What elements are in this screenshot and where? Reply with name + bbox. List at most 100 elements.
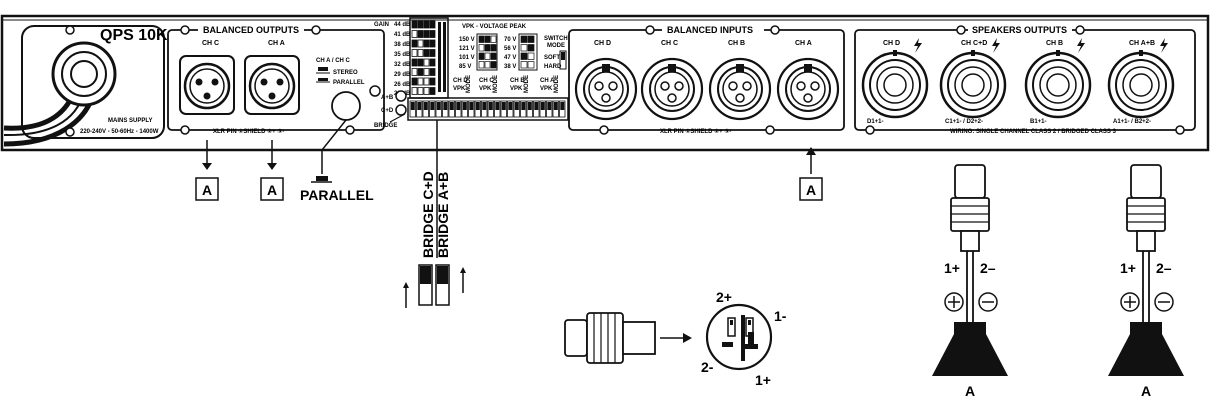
speaker-minus-label: 2– — [980, 260, 996, 276]
vpk-dip-left — [478, 35, 497, 69]
plus-icon — [944, 292, 964, 312]
dip-pattern-cell — [411, 49, 418, 57]
callout-box-a-label: A — [202, 182, 212, 198]
speakon-output-1[interactable] — [939, 50, 1007, 119]
lightning-icon — [1160, 38, 1168, 53]
vpk-left-values: 150 V 121 V 101 V 85 V — [459, 37, 475, 70]
xlr-input-ch-a[interactable] — [776, 57, 840, 121]
balanced-inputs-title: BALANCED INPUTS — [667, 25, 753, 35]
dip-pattern-cell — [429, 58, 436, 67]
dip-switch-bank: GAIN 44 dB 41 dB 38 dB 35 dB 32 dB 29 dB… — [374, 17, 569, 129]
dip-switch-toggle — [534, 102, 539, 110]
parallel-switch-icon — [318, 78, 328, 81]
vpk-channel-labels: CH D CH C CH B CH A VPK VPK VPK VPK — [453, 78, 555, 92]
vpk-sub-label: VPK — [540, 86, 553, 92]
bridge-cd-led — [395, 104, 407, 116]
parallel-callout-icon — [316, 176, 328, 181]
dip-pattern-cell — [423, 49, 430, 57]
xlr-output-ch-c[interactable] — [179, 55, 235, 115]
vpk-value: 101 V — [459, 55, 475, 61]
dip-switch-toggle — [475, 102, 480, 110]
vpk-value: 56 V — [504, 46, 516, 52]
gain-value: 44 dB — [394, 22, 411, 28]
dip-pattern-cell — [411, 77, 418, 86]
xlr-input-ch-c[interactable] — [640, 57, 704, 121]
vpk-cell — [520, 35, 528, 43]
dip-switch-toggle — [456, 102, 461, 110]
vpk-cell — [490, 35, 497, 43]
parallel-label: PARALLEL — [333, 80, 365, 86]
gain-dip-pattern — [411, 20, 446, 95]
dip-switch-toggle — [462, 102, 467, 110]
speaker-label: A — [965, 383, 975, 399]
dip-switch-toggle — [540, 102, 545, 110]
dip-pattern-cell — [411, 20, 418, 29]
pin-label-2plus: 2+ — [716, 289, 732, 305]
switch-mode-line2: MODE — [547, 43, 565, 49]
dip-pattern-cell — [411, 39, 418, 48]
callout-box-a-label: A — [806, 182, 816, 198]
dip-pattern-cell — [417, 58, 424, 67]
vpk-sub-label: VPK — [479, 86, 492, 92]
xlr-input-ch-d[interactable] — [574, 57, 638, 121]
dip-label-strip — [438, 22, 441, 92]
model-name: QPS 10K — [100, 27, 168, 44]
vpk-cell — [478, 61, 485, 69]
vpk-cell — [478, 44, 485, 52]
dip-pattern-cell — [429, 39, 436, 48]
speaker-wiring-label: D1+1- — [867, 119, 884, 125]
speaker-wiring-label: A1+1- / B2+2- — [1113, 119, 1151, 125]
speaker-channel-label: CH D — [883, 40, 900, 47]
dip-pattern-cell — [429, 77, 436, 86]
dip-switch-toggle — [410, 102, 415, 110]
dip-pattern-cell — [423, 30, 430, 38]
dip-switch-toggle — [469, 102, 474, 110]
speaker-wiring-2: 1+ 2– A — [1108, 164, 1184, 399]
speaker-wiring-1: 1+ 2– A — [932, 164, 1008, 399]
vpk-sub-label: VPK — [453, 86, 466, 92]
vpk-cell — [490, 44, 497, 52]
xlr-input-ch-b[interactable] — [708, 57, 772, 121]
vpk-cell — [527, 35, 535, 43]
vpk-ch-label: CH D — [453, 78, 468, 84]
vpk-cell — [478, 35, 485, 43]
vpk-cell — [490, 52, 497, 60]
switch-mode-line1: SWITCH — [544, 36, 568, 42]
bridge-small: BRIDGE — [374, 123, 397, 129]
gain-value: 32 dB — [394, 62, 411, 68]
vpk-cell — [520, 44, 528, 52]
dip-switch-toggle — [488, 102, 493, 110]
speakon-output-2[interactable] — [1024, 50, 1092, 119]
mains-supply-label: MAINS SUPPLY — [108, 118, 152, 124]
speakon-output-3[interactable] — [1107, 50, 1175, 119]
callout-box-a — [260, 177, 284, 201]
dip-pattern-cell — [417, 77, 424, 86]
speaker-wiring-label: C1+1- / D2+2- — [945, 119, 983, 125]
callout-box-a — [799, 177, 823, 201]
speaker-minus-label: 2– — [1156, 260, 1172, 276]
speakers-outputs-section: SPEAKERS OUTPUTS CH DD1+1-CH C+DC1+1- / … — [854, 24, 1196, 135]
speaker-plus-label: 1+ — [944, 260, 960, 276]
loudspeaker-icon — [1108, 322, 1184, 376]
dip-switch-toggle — [495, 102, 500, 110]
balanced-outputs-title: BALANCED OUTPUTS — [203, 25, 299, 35]
dip-switches-row[interactable] — [409, 100, 566, 118]
dip-pattern-cell — [423, 87, 430, 95]
speakon-output-0[interactable] — [861, 50, 929, 119]
dip-switch-toggle — [501, 102, 506, 110]
vpk-ch-label: CH A — [540, 78, 555, 84]
dip-switch-toggle — [482, 102, 487, 110]
parallel-callout-text: PARALLEL — [300, 187, 374, 203]
vpk-value: 121 V — [459, 46, 475, 52]
parallel-switch[interactable] — [331, 91, 361, 121]
dip-pattern-cell — [429, 87, 436, 95]
gain-value: 35 dB — [394, 52, 411, 58]
balanced-outputs-section: BALANCED OUTPUTS CH C CH A CH A / CH C S… — [167, 24, 385, 135]
vpk-cell — [527, 52, 535, 60]
vpk-cell — [484, 35, 491, 43]
callout-arrows — [202, 119, 816, 258]
dip-switch-toggle — [560, 102, 565, 110]
xlr-output-ch-a[interactable] — [244, 55, 300, 115]
vpk-ch-label: CH C — [479, 78, 494, 84]
